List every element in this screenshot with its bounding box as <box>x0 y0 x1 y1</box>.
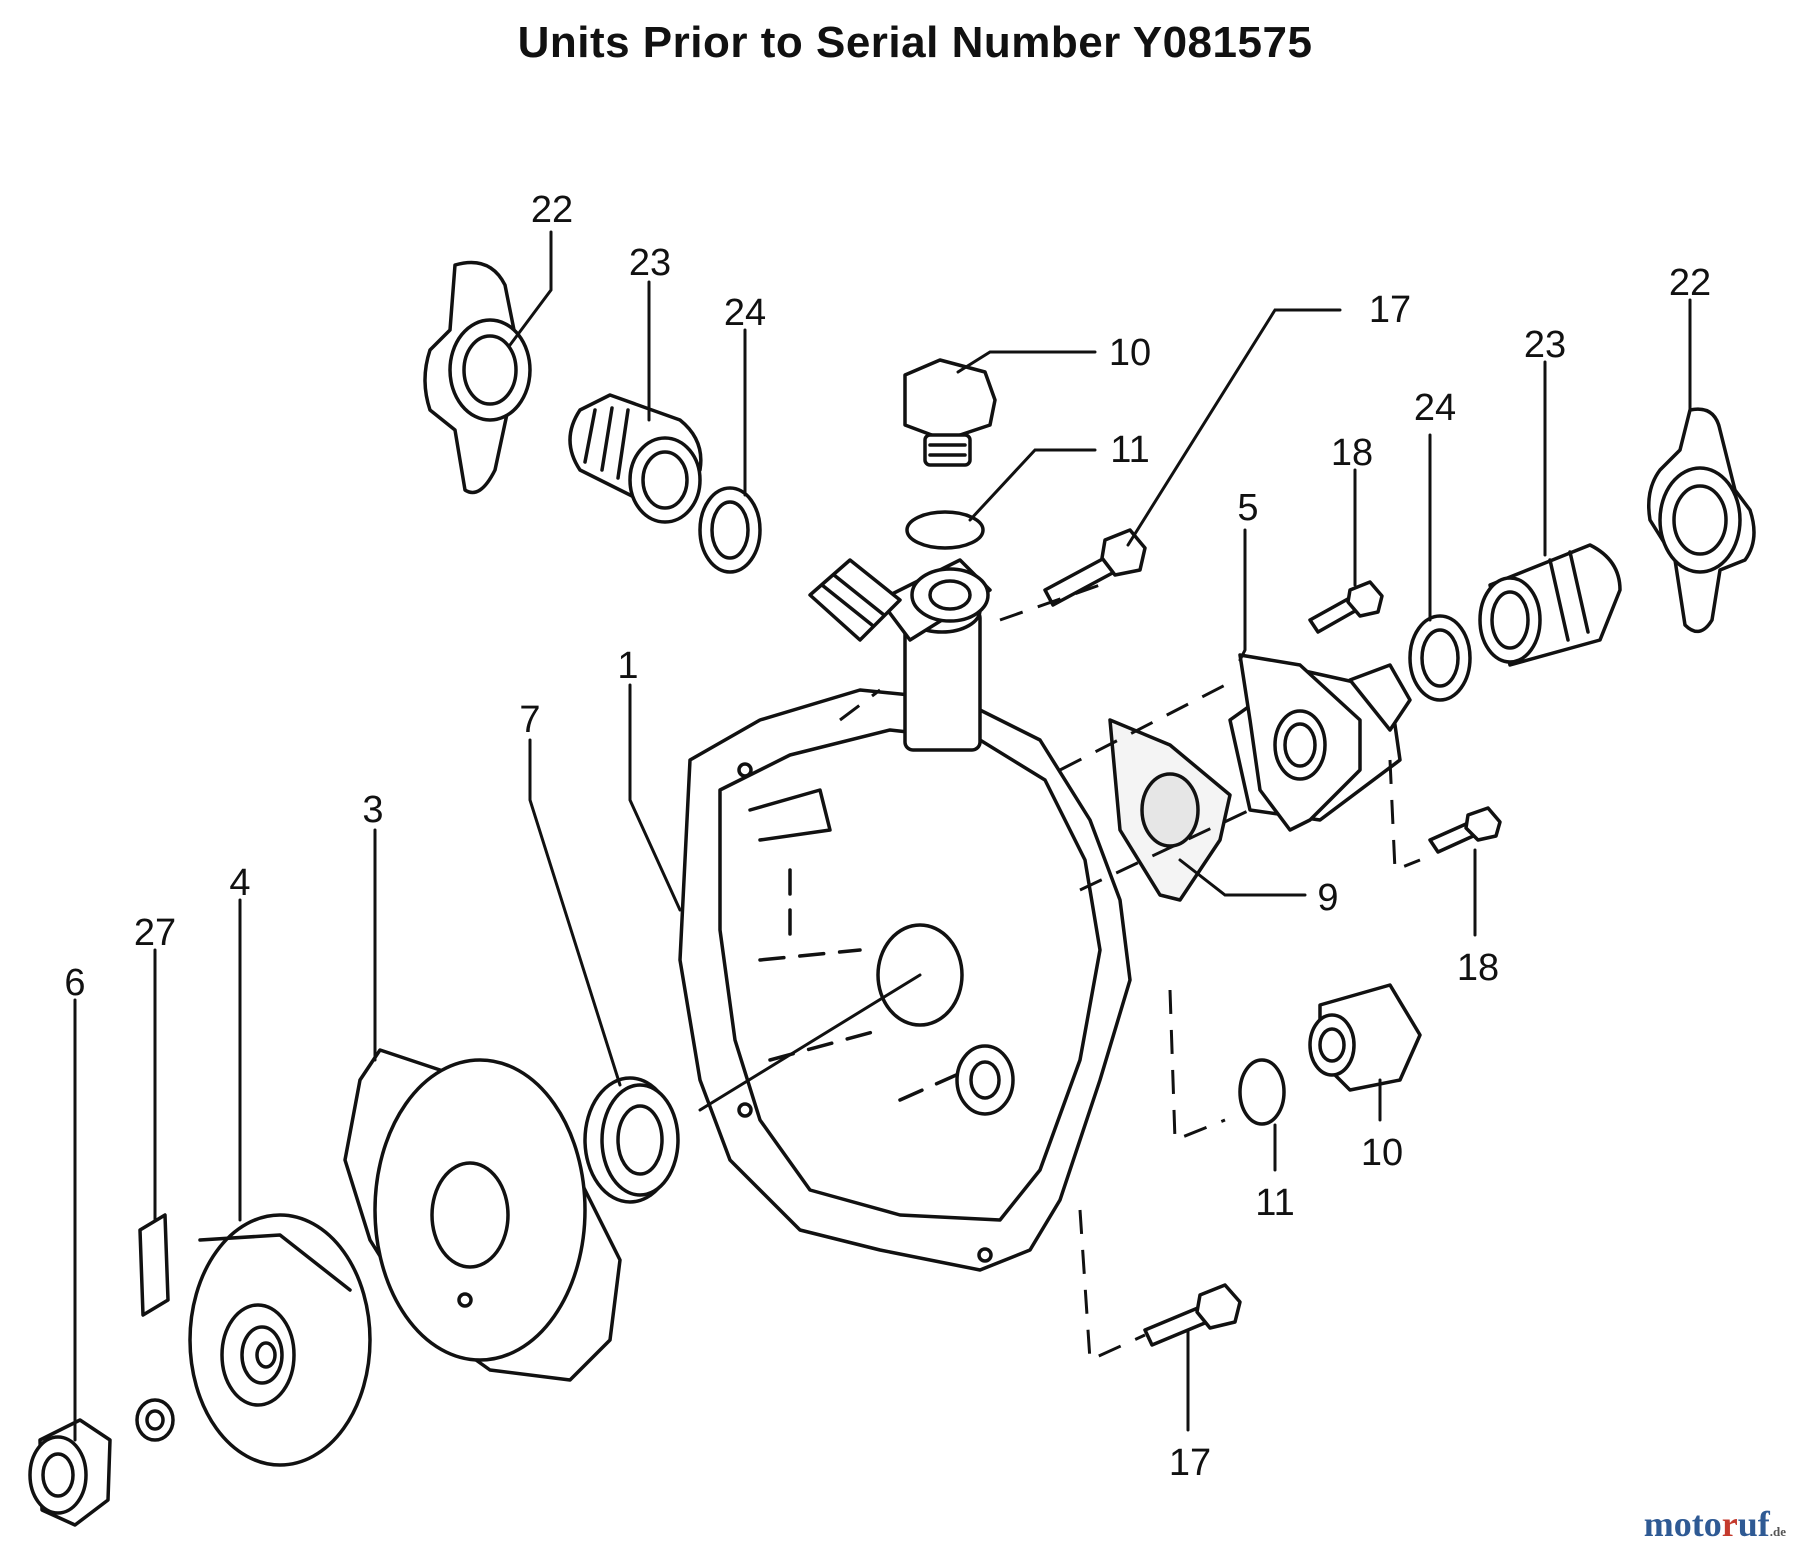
label-18-top: 18 <box>1331 432 1373 474</box>
motoruf-watermark: motoruf.de <box>1643 1504 1786 1544</box>
impeller-part <box>188 1213 372 1467</box>
label-11-lower: 11 <box>1255 1182 1294 1224</box>
bolt-top-part <box>1043 528 1147 607</box>
hose-nipple-right-part <box>1478 543 1622 667</box>
label-22-right: 22 <box>1669 262 1711 304</box>
gasket-ring-left-part <box>698 486 762 574</box>
label-10-top: 10 <box>1109 332 1151 374</box>
impeller-nut-part <box>28 1418 112 1527</box>
label-18-lower: 18 <box>1457 947 1499 989</box>
label-27: 27 <box>134 912 176 954</box>
flange-gasket-part <box>1108 718 1232 902</box>
label-6: 6 <box>64 962 85 1004</box>
outlet-flange-part <box>1238 653 1362 832</box>
o-ring-top-part <box>905 510 985 550</box>
label-24-left: 24 <box>724 292 766 334</box>
gasket-ring-right-part <box>1408 614 1472 702</box>
label-10-lower: 10 <box>1361 1132 1403 1174</box>
bolt-lower-part <box>1143 1283 1242 1347</box>
label-7: 7 <box>519 699 540 741</box>
plug-lower-part <box>1308 983 1422 1092</box>
bolt-small-top-part <box>1308 580 1384 634</box>
label-5: 5 <box>1237 487 1258 529</box>
label-17-lower: 17 <box>1169 1442 1211 1484</box>
label-24-right: 24 <box>1414 387 1456 429</box>
hose-nipple-left-part <box>568 393 703 524</box>
leader-lines <box>73 230 1692 1442</box>
pump-housing-part <box>678 558 1412 1272</box>
shim-washer-part <box>135 1213 175 1442</box>
label-4: 4 <box>229 862 250 904</box>
label-17-top: 17 <box>1369 289 1411 331</box>
bolt-small-lower-part <box>1428 806 1502 854</box>
label-23-right: 23 <box>1524 324 1566 366</box>
volute-case-part <box>343 1048 622 1382</box>
part-number-labels: 22 23 24 10 11 17 18 5 24 23 22 1 7 3 4 … <box>64 189 1711 1484</box>
o-ring-lower-part <box>1238 1058 1286 1126</box>
wing-nut-right-part <box>1647 407 1756 634</box>
label-23-left: 23 <box>629 242 671 284</box>
label-9: 9 <box>1317 877 1338 919</box>
wing-nut-left-part <box>423 260 532 495</box>
plug-top-part <box>903 358 997 467</box>
label-11-top: 11 <box>1110 429 1149 471</box>
label-3: 3 <box>362 789 383 831</box>
label-1: 1 <box>617 645 638 687</box>
diagram-title: Units Prior to Serial Number Y081575 <box>517 18 1313 67</box>
mechanical-seal-part <box>583 1076 680 1204</box>
label-22-left: 22 <box>531 189 573 231</box>
